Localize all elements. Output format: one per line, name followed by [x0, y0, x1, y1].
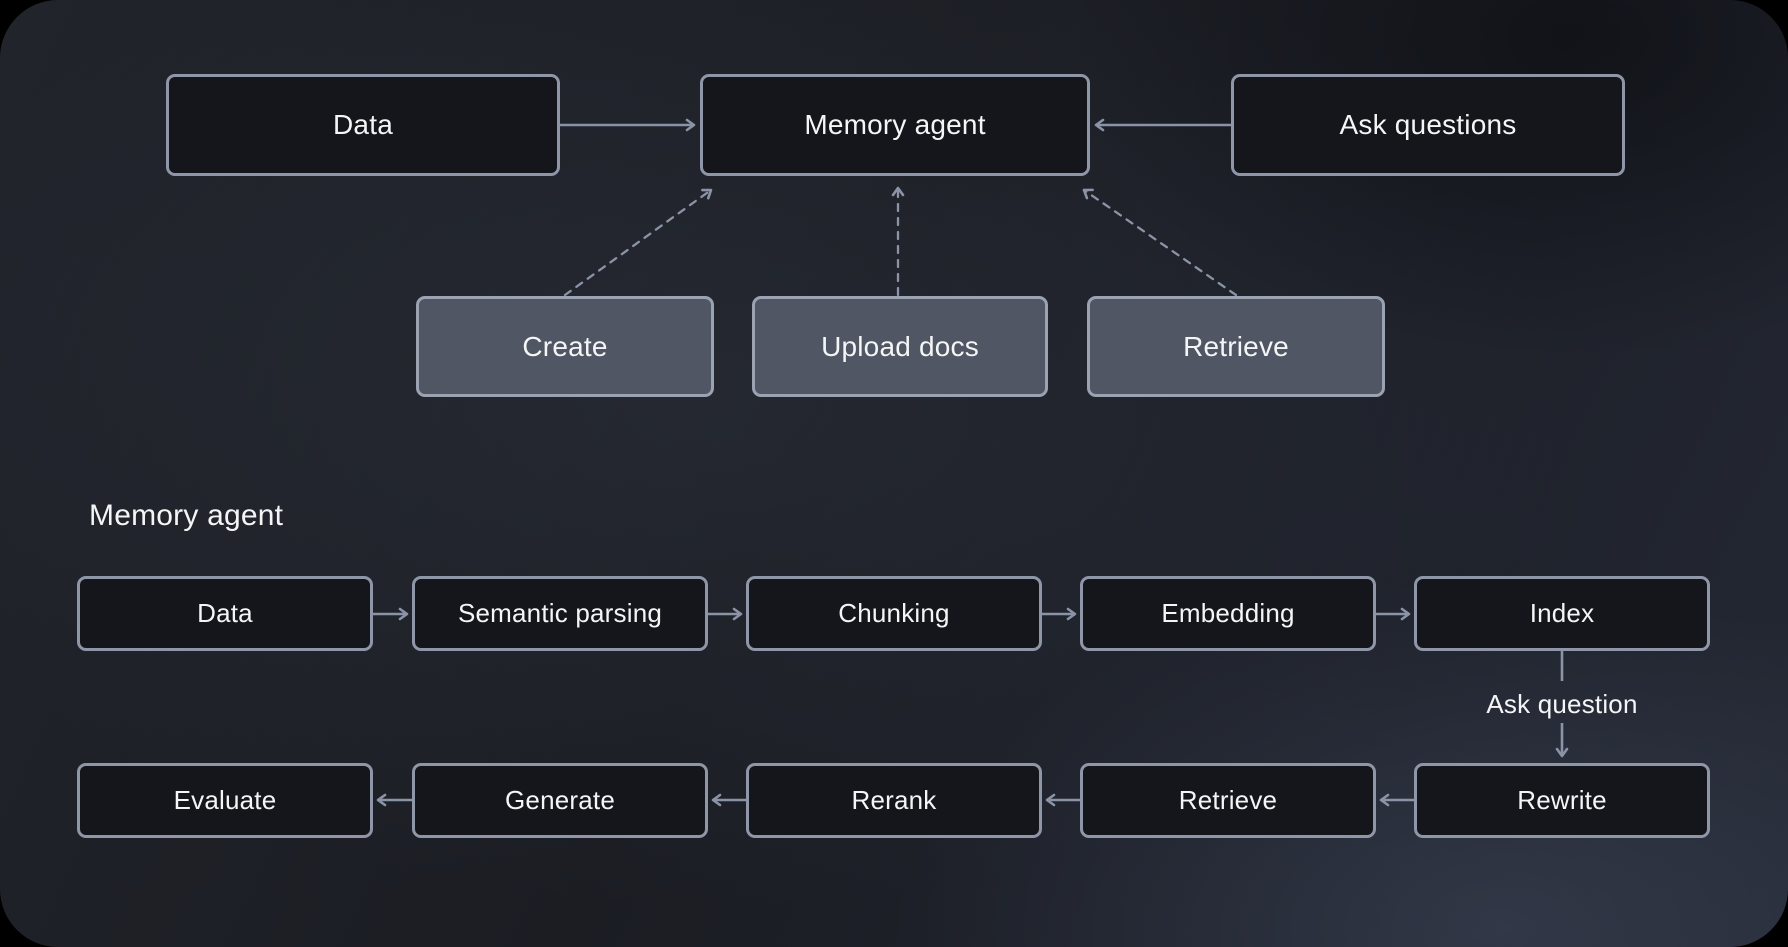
node-upload-docs: Upload docs	[752, 296, 1048, 397]
node-ask-questions: Ask questions	[1231, 74, 1625, 176]
node-generate-label: Generate	[504, 785, 615, 815]
node-memory-agent-label: Memory agent	[804, 109, 986, 140]
node-evaluate: Evaluate	[77, 763, 373, 838]
node-pipeline-data-label: Data	[197, 598, 253, 628]
node-create-label: Create	[522, 330, 608, 362]
node-rewrite-label: Rewrite	[1517, 785, 1607, 815]
node-semantic-parsing: Semantic parsing	[412, 576, 708, 651]
node-rerank: Rerank	[746, 763, 1042, 838]
node-retrieve-action-label: Retrieve	[1183, 330, 1289, 362]
node-embedding-label: Embedding	[1161, 598, 1295, 628]
node-pipeline-data: Data	[77, 576, 373, 651]
node-retrieve: Retrieve	[1080, 763, 1376, 838]
node-memory-agent: Memory agent	[700, 74, 1090, 176]
node-data-label: Data	[333, 109, 393, 140]
node-index-label: Index	[1529, 598, 1595, 628]
arrow-retrieve-to-memory-agent	[1082, 188, 1238, 297]
node-retrieve-action: Retrieve	[1087, 296, 1385, 397]
label-ask-question: Ask question	[1486, 689, 1638, 719]
node-upload-docs-label: Upload docs	[821, 330, 979, 362]
node-semantic-parsing-label: Semantic parsing	[457, 598, 663, 628]
node-retrieve-label: Retrieve	[1178, 785, 1278, 815]
node-generate: Generate	[412, 763, 708, 838]
arrow-create-to-memory-agent	[563, 188, 713, 297]
node-chunking-label: Chunking	[838, 598, 950, 628]
node-data: Data	[166, 74, 560, 176]
section-title-memory-agent: Memory agent	[89, 499, 284, 532]
node-evaluate-label: Evaluate	[173, 785, 277, 815]
node-rerank-label: Rerank	[851, 785, 937, 815]
node-ask-questions-label: Ask questions	[1339, 109, 1517, 140]
node-rewrite: Rewrite	[1414, 763, 1710, 838]
node-index: Index	[1414, 576, 1710, 651]
node-embedding: Embedding	[1080, 576, 1376, 651]
node-create: Create	[416, 296, 714, 397]
node-chunking: Chunking	[746, 576, 1042, 651]
